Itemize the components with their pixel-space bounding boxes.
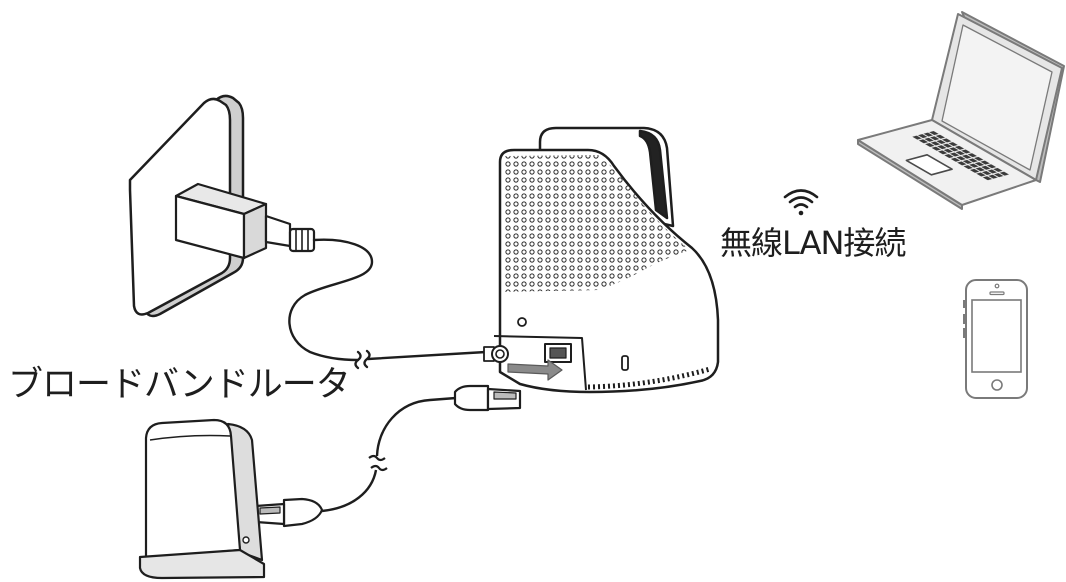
adapter-side	[242, 202, 268, 260]
wireless-connection-label: 無線LAN接続	[720, 224, 906, 262]
lan-cable-upper	[375, 396, 457, 457]
device-power-jack-inner	[495, 349, 505, 359]
phone-screen	[971, 299, 1022, 373]
laptop-keyboard-group	[880, 130, 1011, 181]
router-front	[144, 418, 242, 560]
device-port-panel	[493, 335, 587, 391]
smartphone-icon	[963, 279, 1028, 399]
device-speaker-grill	[505, 155, 690, 292]
adapter-plug-ridges	[295, 229, 309, 251]
router-button	[242, 536, 250, 544]
power-cable-icon	[288, 238, 488, 370]
power-adapter-icon	[174, 182, 316, 260]
device-lan-port-inner	[549, 347, 567, 359]
lan-connector-boot-device	[453, 384, 490, 412]
router-base	[138, 548, 266, 580]
phone-home-button	[991, 379, 1003, 391]
adapter-neck	[264, 214, 292, 248]
laptop-touchpad	[906, 155, 952, 175]
lan-cable-icon	[254, 384, 522, 528]
wifi-arc-large	[783, 189, 819, 199]
power-cable-loop	[288, 238, 374, 362]
laptop-screen-display	[941, 24, 1053, 171]
device-slot	[621, 355, 629, 371]
wifi-dot	[798, 210, 804, 216]
laptop-base	[857, 119, 1037, 206]
phone-speaker	[989, 291, 1005, 296]
laptop-keyboard	[911, 130, 1011, 181]
wifi-arc-medium	[788, 196, 814, 204]
wifi-icon	[783, 189, 819, 216]
device-indicator	[517, 317, 527, 327]
lan-connector-boot-router	[282, 497, 324, 528]
lan-cable-lower	[321, 469, 378, 513]
router-panel-line	[149, 434, 231, 441]
lan-connector-contacts-device	[493, 391, 517, 400]
lan-connector-contacts-router	[259, 506, 281, 515]
router-icon	[138, 418, 266, 580]
power-cable-run	[366, 350, 488, 361]
lan-cable-break	[368, 454, 388, 472]
camera-device-icon	[483, 126, 720, 394]
router-side	[226, 422, 264, 562]
broadband-router-label: ブロードバンドルータ	[8, 365, 351, 405]
device-handle-side	[638, 129, 669, 220]
phone-camera	[994, 283, 1000, 289]
wifi-arc-small	[793, 203, 809, 209]
laptop-icon	[857, 11, 1065, 210]
device-bottom-vent	[587, 366, 711, 390]
insert-arrow-icon	[507, 359, 563, 381]
